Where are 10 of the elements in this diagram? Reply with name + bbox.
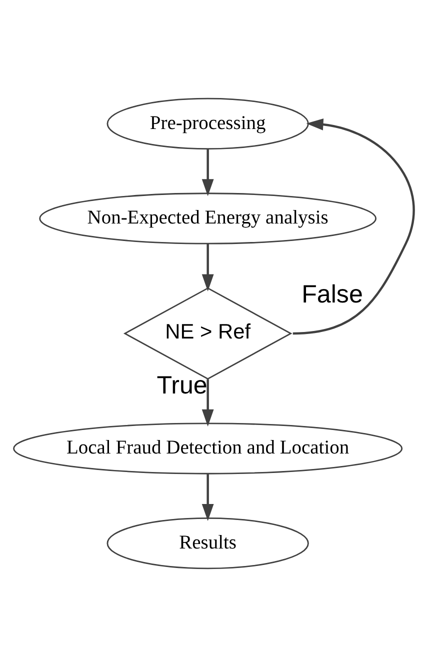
arrow (202, 474, 214, 520)
arrow (292, 118, 415, 334)
node-ellipse: Pre-processing (106, 97, 309, 149)
node-ellipse: Local Fraud Detection and Location (13, 422, 403, 474)
node-ellipse: Non-Expected Energy analysis (39, 192, 376, 244)
node-ellipse: Results (106, 517, 309, 569)
arrow (202, 148, 214, 196)
edge-label: False (302, 280, 363, 308)
arrow (202, 378, 214, 426)
arrow (202, 243, 214, 291)
